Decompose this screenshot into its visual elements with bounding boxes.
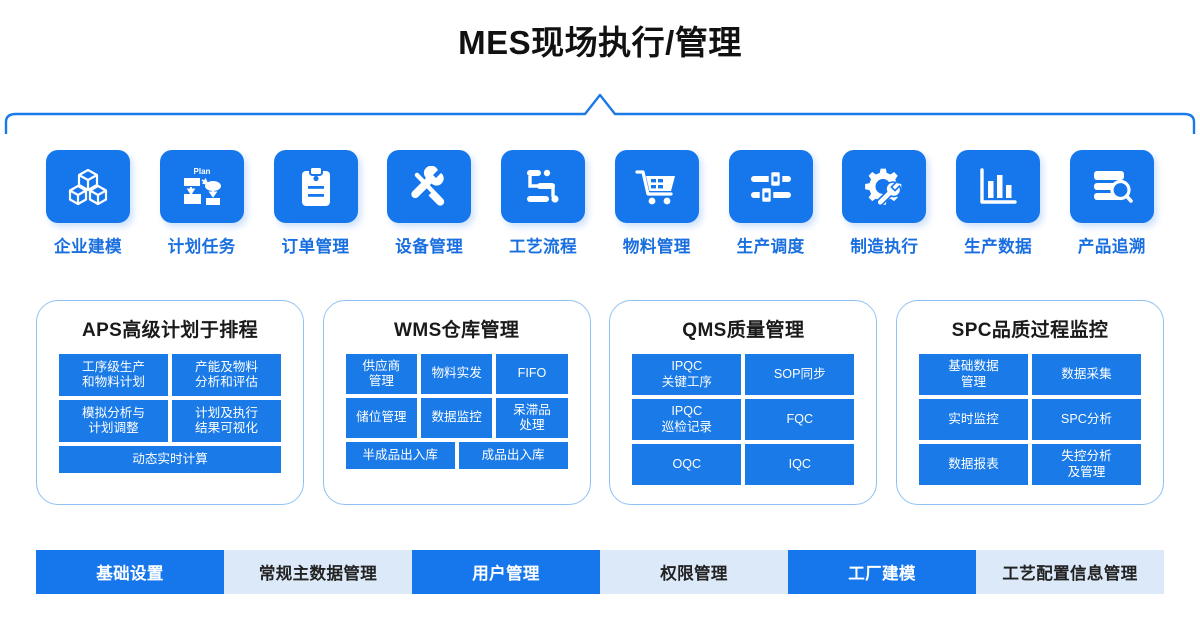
module-icon-tile[interactable] — [1069, 150, 1154, 223]
module-item-process-flow[interactable]: 工艺流程 — [493, 150, 593, 257]
module-label: 企业建模 — [54, 238, 122, 256]
card-tile[interactable]: IQC — [745, 444, 855, 485]
card-tile-grid: 工序级生产 和物料计划 产能及物料 分析和评估 模拟分析与 计划调整 计划及执行… — [59, 354, 281, 473]
module-icon-tile[interactable] — [614, 150, 699, 223]
bracket-connector — [0, 88, 1200, 136]
card-tile[interactable]: 计划及执行 结果可视化 — [172, 400, 281, 442]
plan-flowchart-icon: Plan — [180, 166, 224, 208]
bottom-item-basic-settings[interactable]: 基础设置 — [36, 550, 224, 594]
wrench-screwdriver-icon — [408, 165, 450, 208]
card-tile[interactable]: OQC — [632, 444, 742, 485]
module-item-manufacturing-execution[interactable]: 制造执行 — [834, 150, 934, 257]
card-tile[interactable]: 实时监控 — [918, 399, 1028, 440]
card-tile[interactable]: 失控分析 及管理 — [1031, 444, 1141, 485]
card-tile[interactable]: 物料实发 — [420, 354, 493, 394]
gear-wrench-icon — [863, 166, 905, 208]
card-tile[interactable]: 呆滞品 处理 — [496, 398, 568, 438]
card-tile[interactable]: 数据采集 — [1031, 354, 1141, 395]
bottom-item-factory-modeling[interactable]: 工厂建模 — [788, 550, 976, 594]
card-wms: WMS仓库管理 供应商 管理 物料实发 FIFO 储位管理 数据监控 呆滞品 处… — [322, 300, 591, 505]
bottom-item-permission[interactable]: 权限管理 — [600, 550, 788, 594]
card-tile[interactable]: 数据监控 — [420, 398, 493, 438]
module-item-production-data[interactable]: 生产数据 — [948, 150, 1048, 257]
sliders-icon — [749, 169, 793, 205]
card-aps: APS高级计划于排程 工序级生产 和物料计划 产能及物料 分析和评估 模拟分析与… — [36, 300, 304, 505]
module-label: 订单管理 — [281, 238, 350, 256]
module-label: 计划任务 — [167, 238, 236, 256]
module-icon-row: 企业建模 Plan 计划任务 — [38, 150, 1162, 257]
module-item-order-management[interactable]: 订单管理 — [266, 150, 366, 257]
module-item-product-traceability[interactable]: 产品追溯 — [1062, 150, 1162, 257]
card-title: SPC品质过程监控 — [951, 320, 1109, 341]
card-tile[interactable]: 成品出入库 — [458, 442, 568, 469]
module-icon-tile[interactable] — [273, 150, 358, 223]
bottom-item-process-config-info[interactable]: 工艺配置信息管理 — [976, 550, 1164, 594]
card-qms: QMS质量管理 IPQC 关键工序 SOP同步 IPQC 巡检记录 FQC OQ… — [609, 300, 878, 505]
module-label: 设备管理 — [395, 238, 464, 256]
module-label: 产品追溯 — [1077, 238, 1146, 256]
card-tile[interactable]: IPQC 关键工序 — [632, 354, 742, 395]
card-title: QMS质量管理 — [682, 320, 805, 341]
card-tile[interactable]: IPQC 巡检记录 — [632, 399, 742, 440]
module-label: 工艺流程 — [509, 238, 578, 256]
bottom-bar: 基础设置 常规主数据管理 用户管理 权限管理 工厂建模 工艺配置信息管理 — [36, 550, 1164, 594]
module-icon-tile[interactable] — [956, 150, 1041, 223]
module-item-enterprise-modeling[interactable]: 企业建模 — [38, 150, 138, 257]
module-label: 生产数据 — [964, 238, 1033, 256]
card-tile[interactable]: FIFO — [496, 354, 568, 394]
module-item-production-scheduling[interactable]: 生产调度 — [721, 150, 821, 257]
card-tile[interactable]: 动态实时计算 — [59, 446, 281, 473]
module-label: 生产调度 — [736, 238, 805, 256]
card-tile[interactable]: 储位管理 — [345, 398, 417, 438]
bottom-item-master-data[interactable]: 常规主数据管理 — [224, 550, 412, 594]
bottom-item-user-management[interactable]: 用户管理 — [412, 550, 600, 594]
module-item-material-management[interactable]: 物料管理 — [607, 150, 707, 257]
cubes-icon — [67, 167, 109, 207]
module-item-equipment-management[interactable]: 设备管理 — [379, 150, 479, 257]
bar-chart-icon — [978, 167, 1018, 207]
card-tile[interactable]: SPC分析 — [1031, 399, 1141, 440]
card-tile-grid: 基础数据 管理 数据采集 实时监控 SPC分析 数据报表 失控分析 及管理 — [918, 354, 1141, 485]
module-icon-tile[interactable] — [842, 150, 927, 223]
card-tile[interactable]: FQC — [745, 399, 855, 440]
module-label: 制造执行 — [850, 238, 919, 256]
card-tile[interactable]: 数据报表 — [918, 444, 1028, 485]
card-title: WMS仓库管理 — [394, 320, 520, 341]
card-tile[interactable]: SOP同步 — [745, 354, 855, 395]
card-spc: SPC品质过程监控 基础数据 管理 数据采集 实时监控 SPC分析 数据报表 失… — [895, 300, 1164, 505]
card-tile[interactable]: 模拟分析与 计划调整 — [59, 400, 168, 442]
shopping-cart-icon — [635, 167, 679, 207]
module-icon-tile[interactable]: Plan — [159, 150, 244, 223]
module-icon-tile[interactable] — [387, 150, 472, 223]
process-flow-icon — [523, 167, 563, 207]
module-item-plan-task[interactable]: Plan 计划任务 — [152, 150, 252, 257]
document-search-icon — [1091, 168, 1133, 206]
card-title: APS高级计划于排程 — [81, 320, 259, 341]
card-tile[interactable]: 半成品出入库 — [345, 442, 455, 469]
page-title: MES现场执行/管理 — [458, 24, 742, 61]
module-icon-tile[interactable] — [46, 150, 130, 223]
card-tile[interactable]: 基础数据 管理 — [918, 354, 1028, 395]
card-tile-grid: 供应商 管理 物料实发 FIFO 储位管理 数据监控 呆滞品 处理 半成品出入库… — [345, 354, 568, 469]
clipboard-icon — [299, 165, 333, 208]
svg-text:Plan: Plan — [193, 167, 210, 176]
module-icon-tile[interactable] — [728, 150, 813, 223]
module-cards: APS高级计划于排程 工序级生产 和物料计划 产能及物料 分析和评估 模拟分析与… — [36, 300, 1164, 505]
card-tile[interactable]: 工序级生产 和物料计划 — [59, 354, 168, 396]
module-label: 物料管理 — [622, 238, 691, 256]
card-tile[interactable]: 供应商 管理 — [345, 354, 417, 394]
module-icon-tile[interactable] — [501, 150, 586, 223]
card-tile[interactable]: 产能及物料 分析和评估 — [172, 354, 281, 396]
card-tile-grid: IPQC 关键工序 SOP同步 IPQC 巡检记录 FQC OQC IQC — [632, 354, 855, 485]
